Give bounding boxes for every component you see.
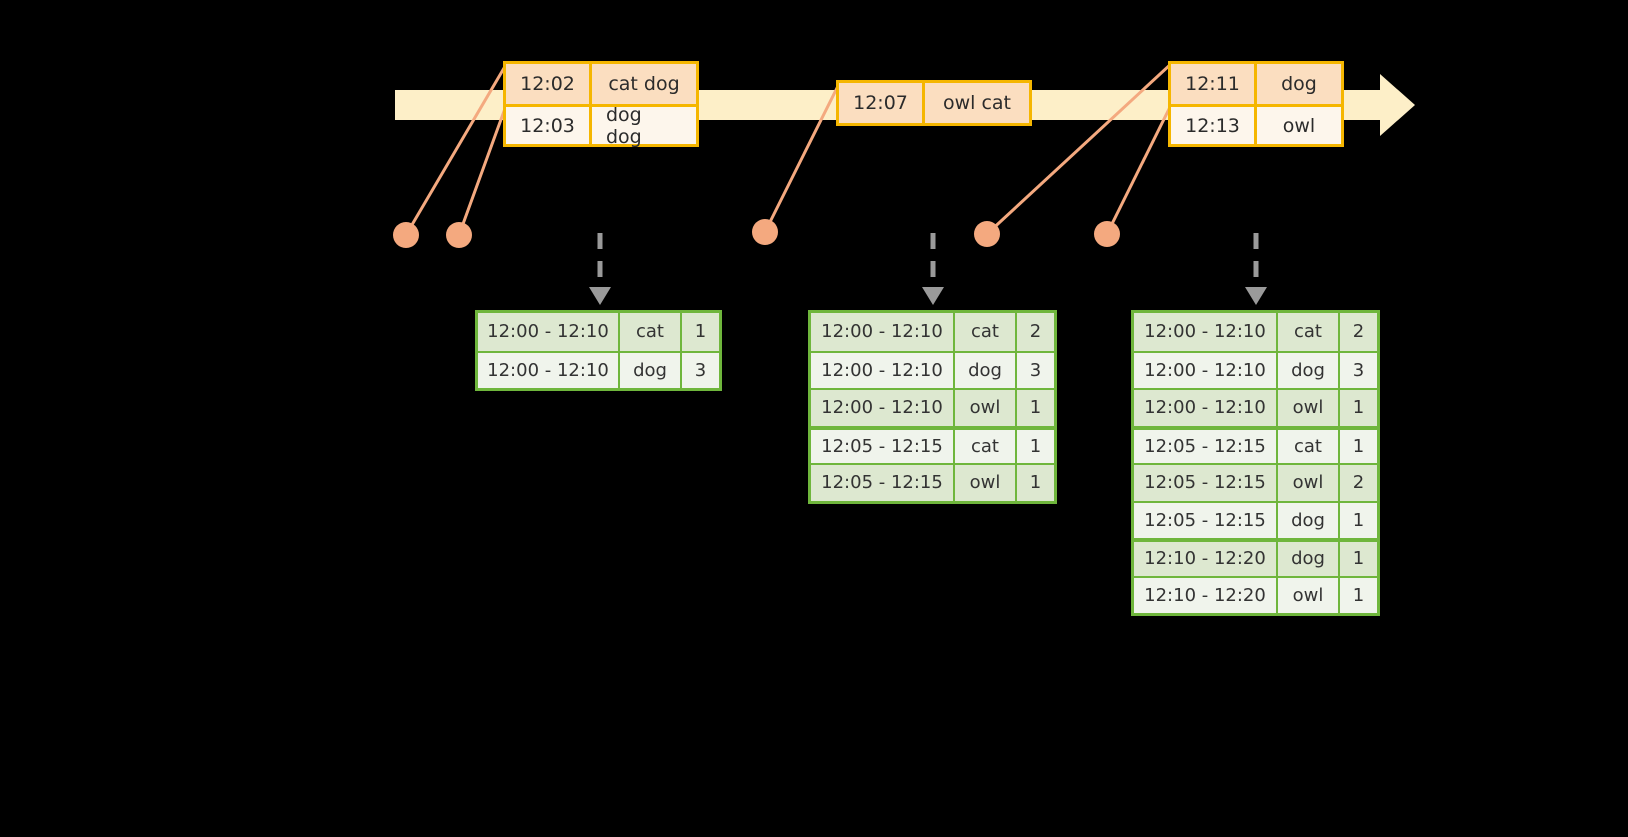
event-dot-1 xyxy=(393,222,419,248)
window-cell: 12:00 - 12:10 xyxy=(478,313,620,351)
window-cell: 12:05 - 12:15 xyxy=(1134,502,1278,538)
count-cell: 3 xyxy=(682,352,719,388)
window-cell: 12:10 - 12:20 xyxy=(1134,577,1278,613)
timeline-arrow-head xyxy=(1380,74,1415,136)
word-cell: cat xyxy=(955,429,1017,463)
word-cell: owl xyxy=(955,465,1017,501)
count-cell: 1 xyxy=(1340,577,1377,613)
count-cell: 2 xyxy=(1340,465,1377,501)
event-words: dog xyxy=(1257,64,1341,104)
count-cell: 3 xyxy=(1340,352,1377,388)
word-cell: dog xyxy=(1278,352,1340,388)
count-cell: 1 xyxy=(1340,429,1377,463)
word-cell: dog xyxy=(620,352,682,388)
window-cell: 12:10 - 12:20 xyxy=(1134,542,1278,576)
word-cell: owl xyxy=(955,390,1017,426)
connector-line-2 xyxy=(457,102,509,236)
count-cell: 1 xyxy=(1017,390,1054,426)
count-cell: 3 xyxy=(1017,352,1054,388)
event-words: owl cat xyxy=(925,83,1029,123)
count-cell: 2 xyxy=(1017,313,1054,351)
event-words: dog dog xyxy=(592,104,696,148)
count-cell: 1 xyxy=(1340,502,1377,538)
window-cell: 12:00 - 12:10 xyxy=(1134,313,1278,351)
window-cell: 12:00 - 12:10 xyxy=(811,352,955,388)
word-cell: cat xyxy=(1278,313,1340,351)
down-arrow-1-head xyxy=(589,287,611,305)
event-dot-3 xyxy=(752,219,778,245)
down-arrow-3-head xyxy=(1245,287,1267,305)
event-dot-2 xyxy=(446,222,472,248)
event-time: 12:02 xyxy=(506,64,592,104)
connector-line-1 xyxy=(404,62,509,236)
event-time: 12:03 xyxy=(506,107,592,144)
event-time: 12:07 xyxy=(839,83,925,123)
event-dot-4 xyxy=(974,221,1000,247)
word-cell: dog xyxy=(1278,502,1340,538)
window-cell: 12:00 - 12:10 xyxy=(1134,390,1278,426)
event-words: owl xyxy=(1257,107,1341,144)
window-cell: 12:00 - 12:10 xyxy=(478,352,620,388)
word-cell: owl xyxy=(1278,465,1340,501)
connector-line-5 xyxy=(1105,102,1174,235)
event-dot-5 xyxy=(1094,221,1120,247)
count-cell: 1 xyxy=(1017,429,1054,463)
word-cell: cat xyxy=(955,313,1017,351)
event-time: 12:11 xyxy=(1171,64,1257,104)
window-cell: 12:05 - 12:15 xyxy=(811,429,955,463)
event-words: cat dog xyxy=(592,64,696,104)
word-cell: owl xyxy=(1278,390,1340,426)
window-cell: 12:05 - 12:15 xyxy=(1134,465,1278,501)
window-cell: 12:00 - 12:10 xyxy=(1134,352,1278,388)
count-cell: 1 xyxy=(1017,465,1054,501)
word-cell: dog xyxy=(955,352,1017,388)
count-cell: 2 xyxy=(1340,313,1377,351)
event-time: 12:13 xyxy=(1171,107,1257,144)
count-cell: 1 xyxy=(682,313,719,351)
count-cell: 1 xyxy=(1340,542,1377,576)
word-cell: owl xyxy=(1278,577,1340,613)
window-cell: 12:00 - 12:10 xyxy=(811,390,955,426)
word-cell: dog xyxy=(1278,542,1340,576)
window-cell: 12:05 - 12:15 xyxy=(1134,429,1278,463)
word-cell: cat xyxy=(1278,429,1340,463)
window-cell: 12:05 - 12:15 xyxy=(811,465,955,501)
word-cell: cat xyxy=(620,313,682,351)
count-cell: 1 xyxy=(1340,390,1377,426)
window-cell: 12:00 - 12:10 xyxy=(811,313,955,351)
down-arrow-2-head xyxy=(922,287,944,305)
